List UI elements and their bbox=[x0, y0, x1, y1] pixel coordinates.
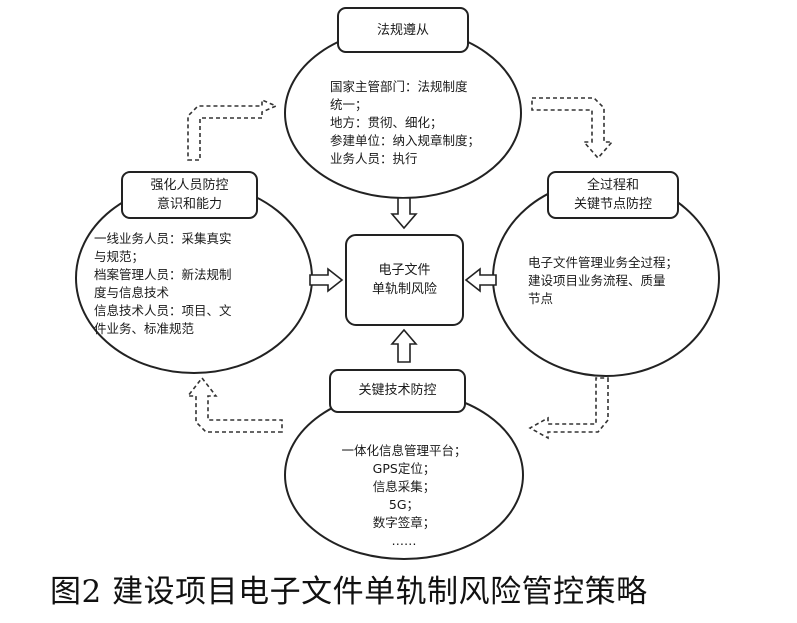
left-ellipse-text: 一线业务人员：采集真实 与规范； 档案管理人员：新法规制 度与信息技术 信息技术… bbox=[94, 230, 232, 338]
bottom-title: 关键技术防控 bbox=[358, 383, 437, 398]
left-line: 一线业务人员：采集真实 bbox=[94, 231, 232, 246]
right-line: 节点 bbox=[528, 291, 554, 306]
arrow-left-to-center bbox=[309, 267, 344, 293]
right-line: 建设项目业务流程、质量 bbox=[528, 273, 666, 288]
center-line: 电子文件 bbox=[378, 263, 431, 278]
arrow-right-to-center bbox=[464, 267, 497, 293]
top-line: 国家主管部门：法规制度 bbox=[330, 79, 468, 94]
center-text: 电子文件 单轨制风险 bbox=[346, 261, 463, 299]
left-title-line: 意识和能力 bbox=[156, 197, 222, 212]
right-title: 全过程和 关键节点防控 bbox=[548, 176, 678, 214]
figure-caption: 图2 建设项目电子文件单轨制风险管控策略 bbox=[50, 574, 648, 610]
right-ellipse-text: 电子文件管理业务全过程； 建设项目业务流程、质量 节点 bbox=[528, 254, 678, 308]
dashed-arrow-top-to-right bbox=[531, 97, 614, 160]
left-line: 信息技术人员：项目、文 bbox=[94, 303, 232, 318]
bottom-title-box bbox=[329, 369, 466, 413]
top-line: 统一； bbox=[330, 97, 368, 112]
center-line: 单轨制风险 bbox=[371, 282, 437, 297]
left-line: 与规范； bbox=[94, 249, 145, 264]
right-title-box bbox=[547, 171, 679, 219]
top-ellipse-text: 国家主管部门：法规制度 统一； 地方：贯彻、细化； 参建单位：纳入规章制度； 业… bbox=[330, 78, 480, 168]
arrow-top-to-center bbox=[390, 197, 418, 230]
right-title-line: 关键节点防控 bbox=[573, 197, 652, 212]
bottom-line: 信息采集； bbox=[372, 479, 436, 494]
left-title: 强化人员防控 意识和能力 bbox=[122, 176, 257, 214]
top-title-box bbox=[337, 7, 469, 53]
left-line: 度与信息技术 bbox=[94, 285, 170, 300]
left-title-line: 强化人员防控 bbox=[150, 178, 229, 193]
center-box bbox=[345, 234, 464, 326]
bottom-line: 一体化信息管理平台； bbox=[341, 443, 467, 458]
arrow-bottom-to-center bbox=[390, 328, 418, 363]
left-title-box bbox=[121, 171, 258, 219]
right-line: 电子文件管理业务全过程； bbox=[528, 255, 679, 270]
bottom-line: 5G； bbox=[388, 497, 420, 512]
dashed-arrow-left-to-top bbox=[187, 98, 279, 161]
left-line: 件业务、标准规范 bbox=[94, 321, 195, 336]
bottom-line: GPS定位； bbox=[372, 461, 436, 476]
left-line: 档案管理人员：新法规制 bbox=[94, 267, 232, 282]
top-line: 地方：贯彻、细化； bbox=[330, 115, 443, 130]
bottom-ellipse-text: 一体化信息管理平台； GPS定位； 信息采集； 5G； 数字签章； …… bbox=[320, 442, 488, 550]
dashed-arrow-bottom-to-left bbox=[186, 376, 283, 433]
top-line: 业务人员：执行 bbox=[330, 151, 418, 166]
bottom-line: 数字签章； bbox=[372, 515, 436, 530]
top-line: 参建单位：纳入规章制度； bbox=[330, 133, 481, 148]
bottom-line: …… bbox=[391, 533, 417, 548]
dashed-arrow-right-to-bottom bbox=[528, 377, 609, 440]
right-title-line: 全过程和 bbox=[586, 178, 639, 193]
top-title: 法规遵从 bbox=[376, 23, 429, 38]
